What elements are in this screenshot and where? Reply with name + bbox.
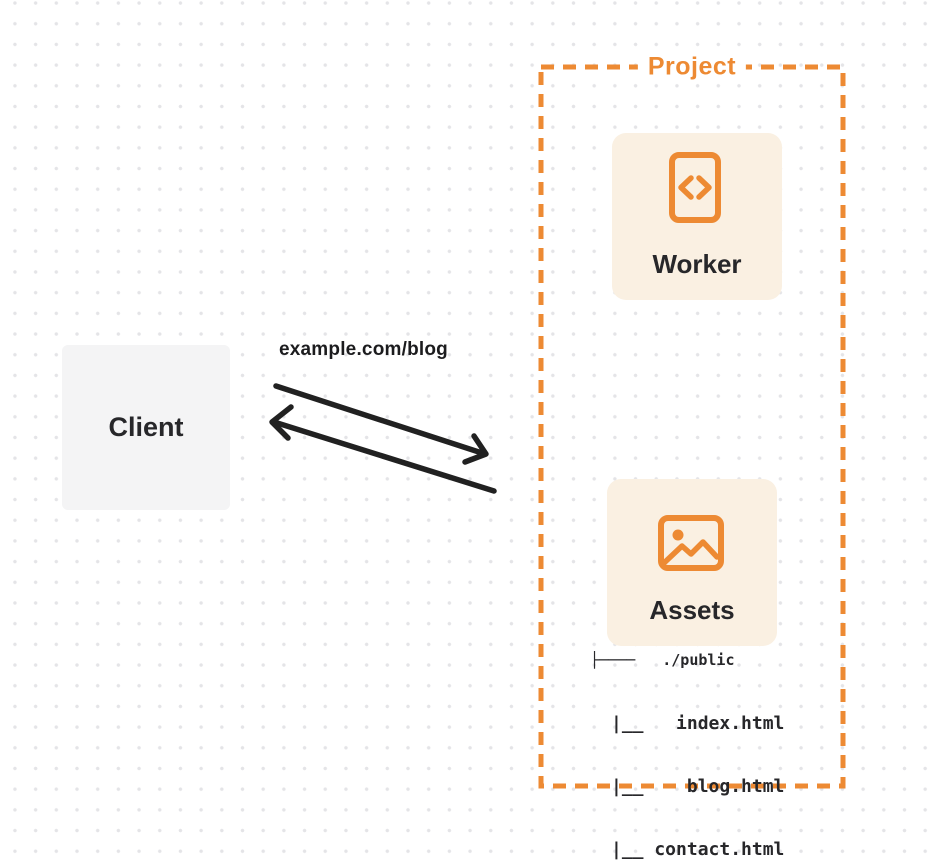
image-icon xyxy=(658,515,724,571)
worker-node: Worker xyxy=(612,133,782,300)
assets-label: Assets xyxy=(649,595,735,625)
file-tree-item: |__ index.html xyxy=(611,713,785,734)
file-tree-item: |__ blog.html xyxy=(611,776,785,797)
file-tree-root: ├──── ./public xyxy=(590,651,735,669)
assets-node: Assets xyxy=(607,479,777,646)
request-url-label: example.com/blog xyxy=(279,339,448,360)
client-label: Client xyxy=(108,412,184,442)
worker-label: Worker xyxy=(652,249,742,279)
response-arrowhead xyxy=(269,404,294,441)
file-tree-files: |__ index.html |__ blog.html |__ contact… xyxy=(611,671,784,860)
client-node: Client xyxy=(62,345,230,510)
project-label: Project xyxy=(637,52,747,82)
code-file-icon xyxy=(669,152,721,223)
file-tree-item: |__ contact.html xyxy=(611,839,785,860)
request-arrowhead xyxy=(462,433,489,465)
request-arrow xyxy=(273,383,489,465)
response-arrow xyxy=(269,404,497,494)
